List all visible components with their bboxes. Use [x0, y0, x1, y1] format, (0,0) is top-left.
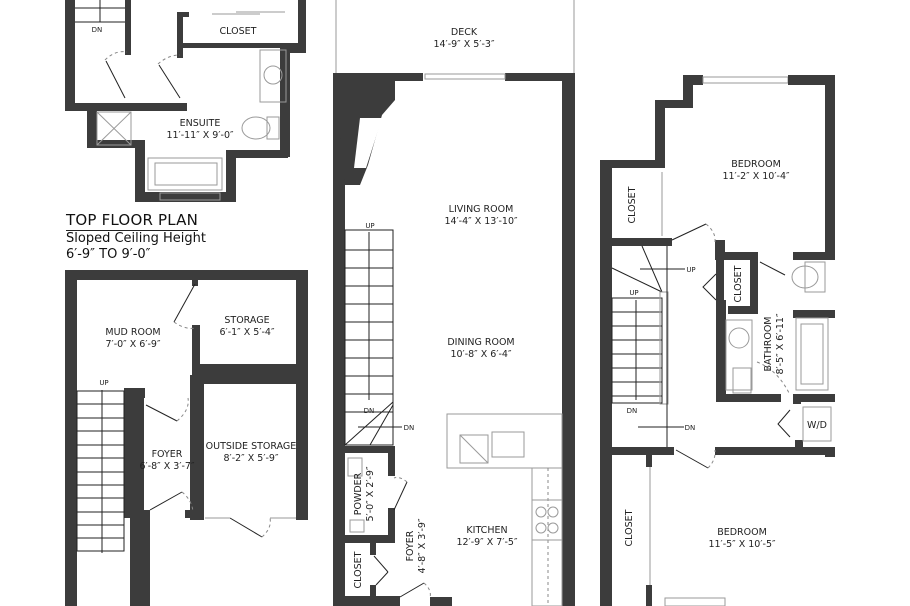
foyer-main-name: FOYER: [405, 530, 416, 561]
washer-dryer-label: W/D: [807, 420, 827, 431]
mud-room-dims: 7′-0″ X 6′-9″: [106, 339, 161, 350]
upper-floor-walls: [600, 75, 835, 606]
bedroom2-dims: 11′-5″ X 10′-5″: [708, 539, 776, 550]
bathroom-dims: 8′-5″ X 6′-11″: [775, 313, 786, 374]
main-stairs: [344, 229, 402, 446]
deck-name-label: DECK: [451, 27, 478, 38]
foyer-dims: 6′-8″ X 3′-7″: [140, 461, 195, 472]
closet-main-label: CLOSET: [353, 551, 364, 588]
stairs-up: [76, 390, 125, 553]
foyer-name: FOYER: [152, 449, 183, 460]
upper-stairs: [611, 245, 685, 447]
lower-floor-fixtures: [76, 283, 296, 553]
bedroom1-name: BEDROOM: [731, 159, 781, 170]
stair-up-label: UP: [365, 222, 374, 230]
dining-room-dims: 10′-8″ X 6′-4″: [450, 349, 511, 360]
storage-name: STORAGE: [224, 315, 269, 326]
stair-up-label-2: UP: [629, 289, 638, 297]
plan-subtitle: Sloped Ceiling Height: [66, 231, 206, 246]
bedroom1-dims: 11′-2″ X 10′-4″: [722, 171, 790, 182]
plan-title: TOP FLOOR PLAN: [66, 211, 199, 231]
living-room-name: LIVING ROOM: [449, 204, 514, 215]
stair-down-label: DN: [92, 26, 103, 34]
dining-room-name: DINING ROOM: [447, 337, 514, 348]
lower-floor-walls: [65, 270, 308, 606]
closet1-label: CLOSET: [627, 186, 638, 223]
storage-dims: 6′-1″ X 5′-4″: [220, 327, 275, 338]
closet3-label: CLOSET: [624, 509, 635, 546]
closet-label: CLOSET: [220, 26, 257, 37]
stair-dn-label: DN: [627, 407, 638, 415]
mud-room-name: MUD ROOM: [105, 327, 160, 338]
bathtub: [795, 317, 829, 391]
top-floor-walls: [65, 0, 306, 202]
outside-storage-name: OUTSIDE STORAGE: [206, 441, 297, 452]
bedroom2-name: BEDROOM: [717, 527, 767, 538]
stair-dn-label-2: DN: [685, 424, 696, 432]
stove: [531, 499, 563, 541]
kitchen-island: [446, 413, 563, 469]
stair-up-label: UP: [686, 266, 695, 274]
kitchen-name: KITCHEN: [466, 525, 507, 536]
deck-dims: 14′-9″ X 5′-3″: [433, 39, 494, 50]
main-floor-fixtures: [344, 229, 563, 606]
ensuite-name: ENSUITE: [180, 118, 221, 129]
closet2-label: CLOSET: [733, 265, 744, 302]
stair-dn-label-2: DN: [404, 424, 415, 432]
shower: [96, 111, 132, 146]
outside-storage-dims: 8′-2″ X 5′-9″: [224, 453, 279, 464]
bathroom-name: BATHROOM: [763, 317, 774, 372]
powder-name: POWDER: [353, 472, 364, 515]
powder-dims: 5′-0″ X 2′-9″: [365, 466, 376, 521]
top-floor-fixtures: [75, 0, 287, 201]
living-room-dims: 14′-4″ X 13′-10″: [444, 216, 518, 227]
washer-dryer: [802, 406, 832, 442]
foyer-main-dims: 4′-8″ X 3′-9″: [417, 518, 428, 573]
title-block: TOP FLOOR PLAN Sloped Ceiling Height 6′-…: [66, 210, 206, 263]
ceiling-height-range: 6′-9″ TO 9′-0″: [66, 247, 151, 262]
sink: [259, 49, 287, 103]
kitchen-dims: 12′-9″ X 7′-5″: [456, 537, 517, 548]
ensuite-dims: 11′-11″ X 9′-0″: [166, 130, 234, 141]
stair-up-label: UP: [99, 379, 108, 387]
upper-floor-fixtures: [611, 172, 832, 606]
main-floor-walls: [333, 0, 575, 606]
stair-dn-label: DN: [364, 407, 375, 415]
bathtub: [147, 157, 223, 191]
